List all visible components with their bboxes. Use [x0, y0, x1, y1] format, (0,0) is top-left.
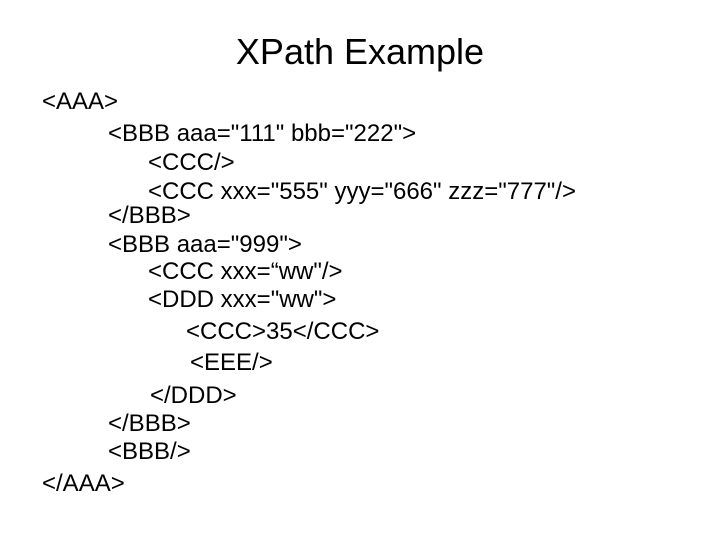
code-line-aaa-close: </AAA>	[42, 470, 125, 497]
code-line-ddd-close: </DDD>	[150, 382, 237, 409]
code-line-bbb-empty: <BBB/>	[108, 438, 191, 465]
xml-code-block: <AAA> <BBB aaa="111" bbb="222"> <CCC/> <…	[0, 88, 720, 508]
code-line-bbb-open-1: <BBB aaa="111" bbb="222">	[108, 120, 417, 147]
code-line-bbb-open-2: <BBB aaa="999">	[108, 231, 302, 258]
code-line-ddd-open: <DDD xxx="ww">	[148, 286, 337, 313]
code-line-ccc-attrs: <CCC xxx="555" yyy="666" zzz="777"/>	[148, 178, 576, 205]
code-line-ccc-35: <CCC>35</CCC>	[186, 318, 380, 345]
code-line-ccc-ww: <CCC xxx=“ww"/>	[148, 258, 343, 285]
code-line-bbb-close-1: </BBB>	[108, 202, 191, 229]
slide-title: XPath Example	[235, 31, 485, 72]
code-line-aaa-open: <AAA>	[42, 88, 119, 115]
code-line-ccc-empty: <CCC/>	[148, 149, 235, 176]
code-line-bbb-close-2: </BBB>	[108, 410, 191, 437]
code-line-eee-empty: <EEE/>	[190, 349, 273, 376]
